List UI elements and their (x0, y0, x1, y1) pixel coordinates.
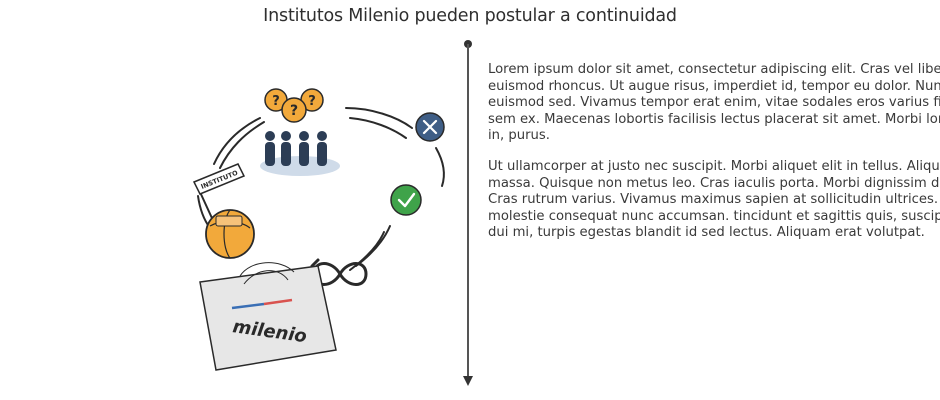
page-title: Institutos Milenio pueden postular a con… (263, 6, 677, 26)
cycle-illustration: ? ? ? INSTITUTO (192, 88, 445, 371)
paragraph-2: Ut ullamcorper at justo nec suscipit. Mo… (488, 158, 940, 241)
infinity-cycle-icon (310, 258, 368, 286)
milenio-card-icon: milenio (199, 262, 337, 371)
reject-x-icon (415, 112, 445, 142)
svg-text:?: ? (308, 94, 316, 109)
approve-check-icon (390, 184, 422, 216)
question-coin-icon: ? ? ? (264, 88, 324, 123)
cycle-arrows (197, 107, 445, 271)
svg-text:?: ? (290, 103, 298, 119)
paragraph-1: Lorem ipsum dolor sit amet, consectetur … (488, 62, 940, 144)
svg-text:?: ? (272, 94, 280, 109)
text-column: Lorem ipsum dolor sit amet, consectetur … (488, 62, 940, 382)
globe-icon (205, 209, 255, 259)
people-group-icon (260, 131, 340, 176)
timeline-divider (463, 40, 473, 386)
